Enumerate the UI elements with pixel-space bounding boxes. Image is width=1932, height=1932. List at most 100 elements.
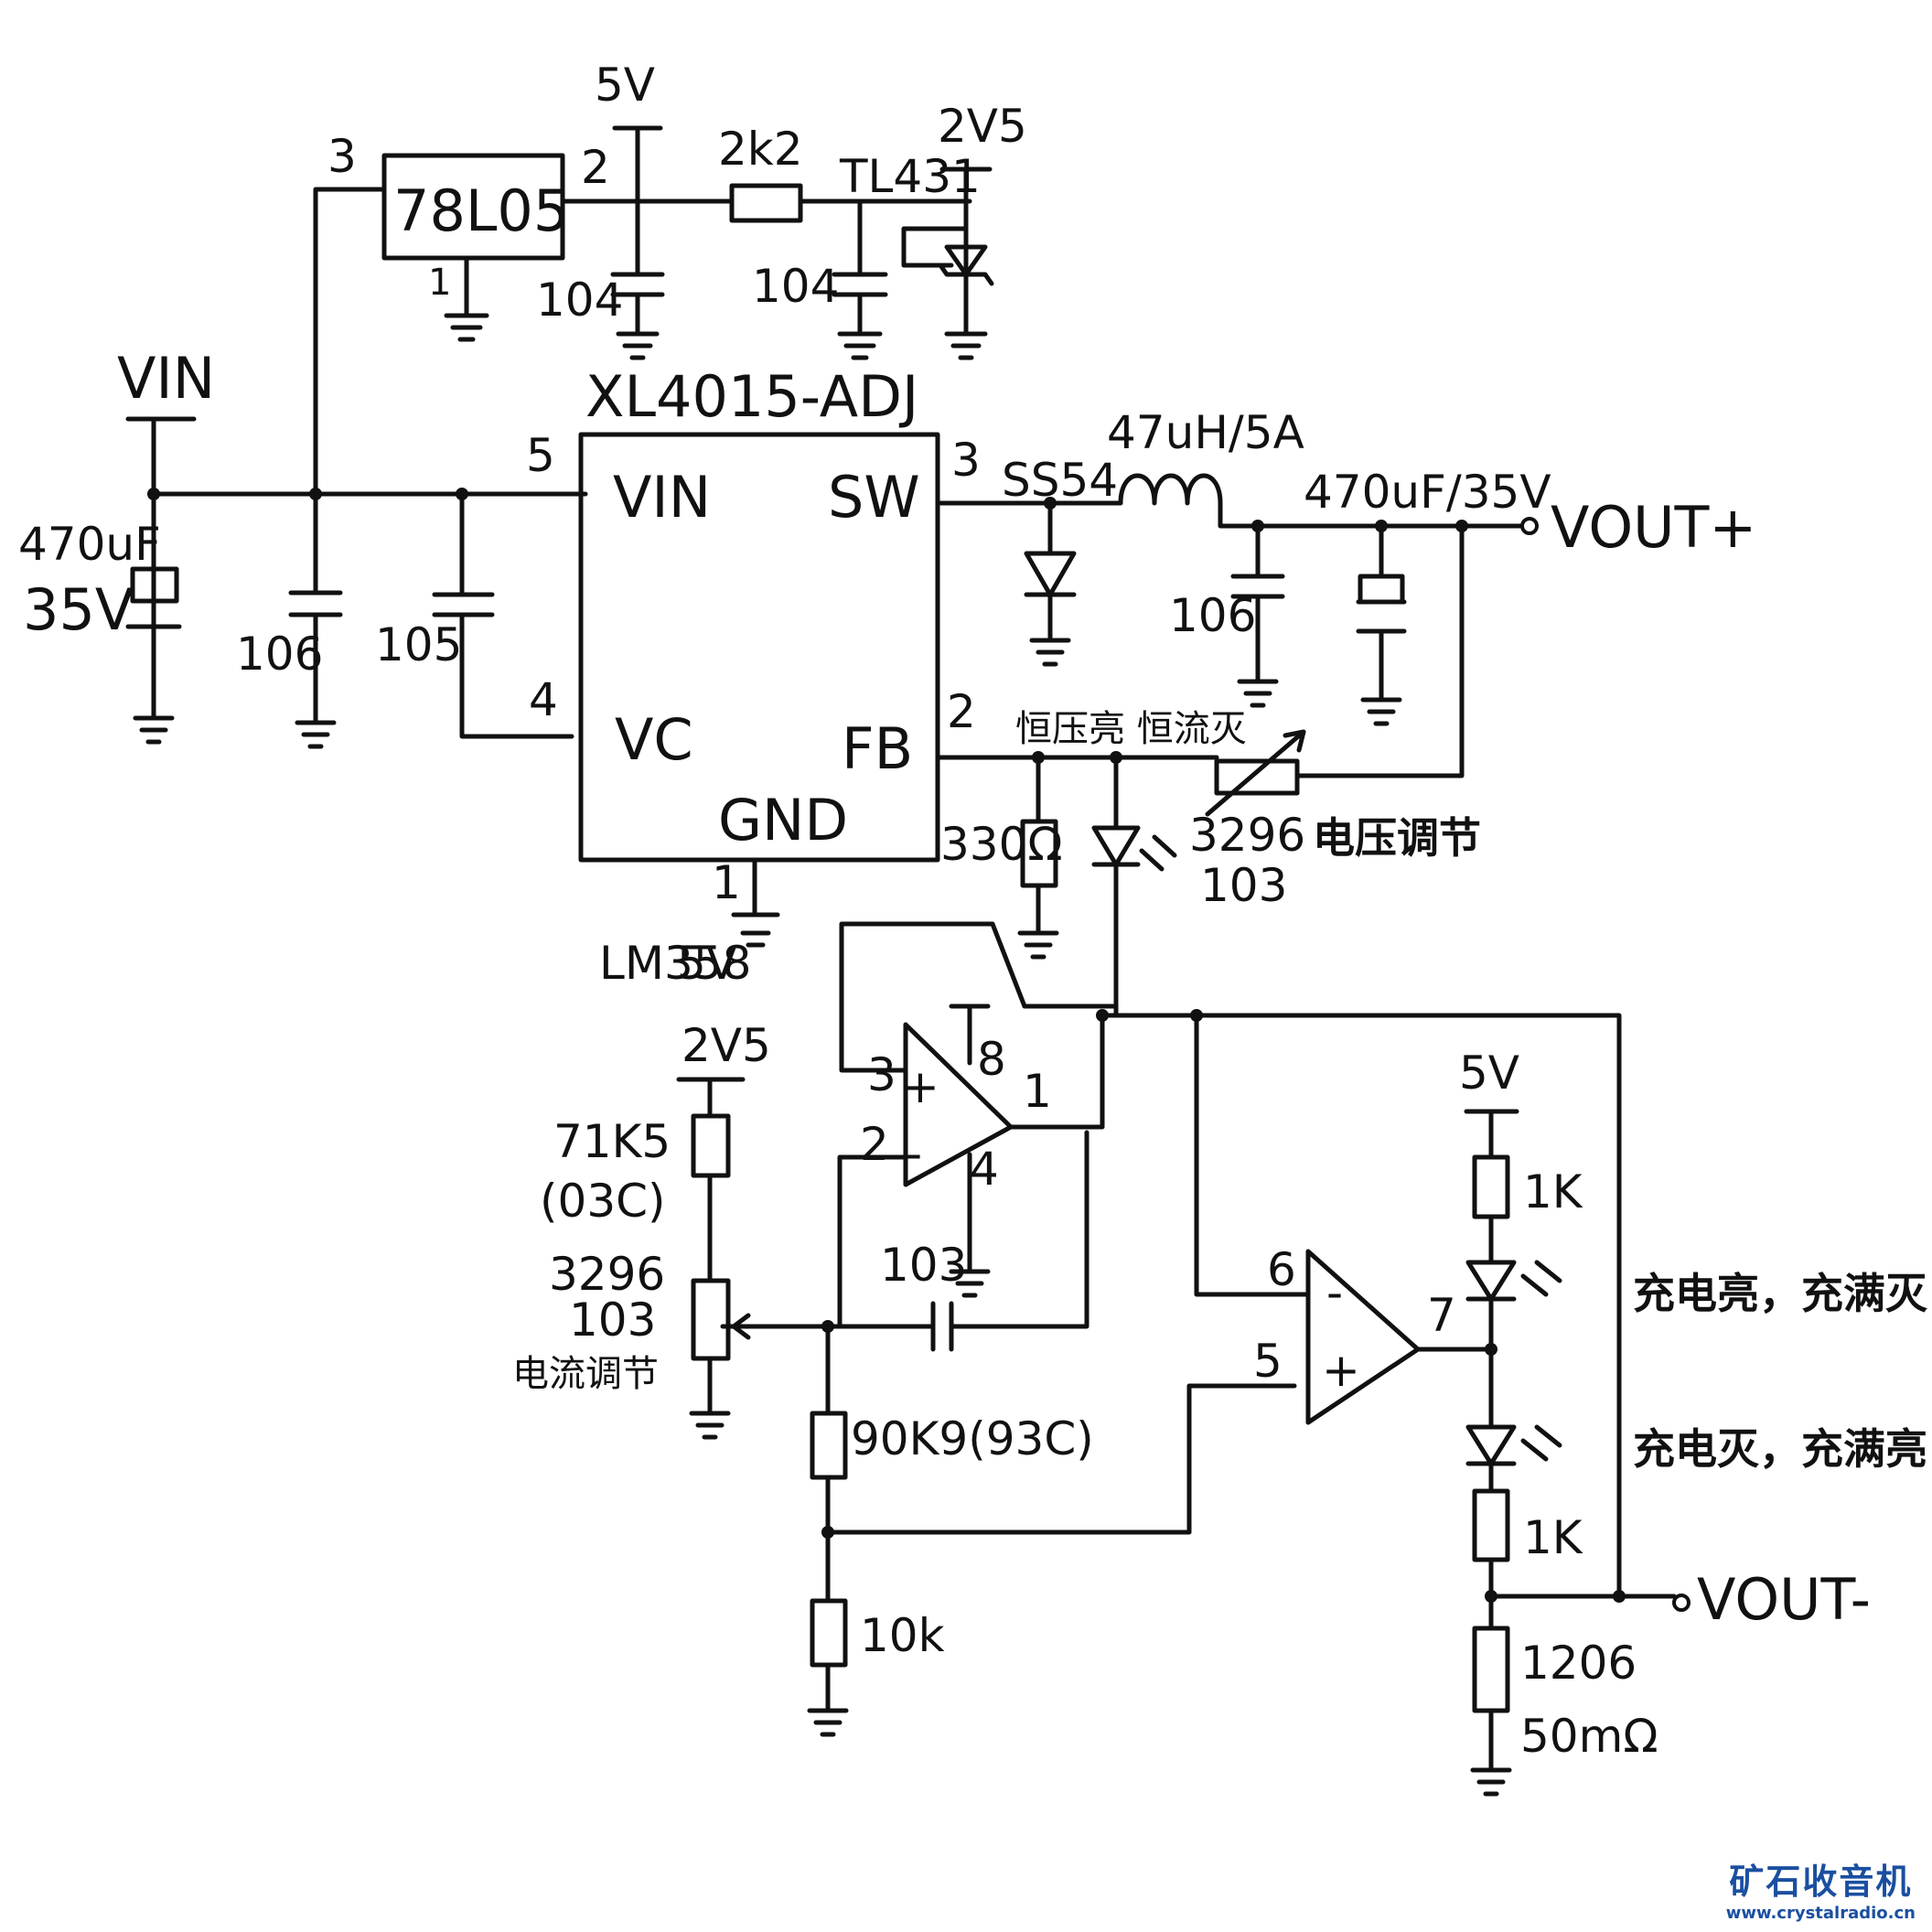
cap-104-a-label: 104 xyxy=(536,274,623,327)
vin-net-label: VIN xyxy=(117,345,215,412)
pot-current-value: 103 xyxy=(569,1293,656,1347)
resistor-71k5-symbol xyxy=(691,1113,731,1178)
ground-icon xyxy=(616,331,660,360)
regulator-input-wire xyxy=(313,187,387,497)
pot-current-function: 电流调节 xyxy=(512,1353,659,1395)
watermark: 矿石收音机 www.crystalradio.cn xyxy=(1726,1853,1916,1923)
current-set-section: 2V5 71K5 (03C) 3296 103 电流调节 90K9(93C) 1… xyxy=(512,1019,1297,1737)
tl431-label: TL431 xyxy=(839,150,981,203)
opamp-label: LM358 xyxy=(599,937,751,990)
output-cap-wire xyxy=(1356,523,1407,605)
ground-icon xyxy=(689,1411,731,1440)
ic-pin-vin: VIN xyxy=(613,464,711,531)
regulator-pin-gnd: 1 xyxy=(428,262,451,304)
opamp-pin-1: 1 xyxy=(1023,1065,1052,1118)
ic-xl4015: XL4015-ADJ VIN SW VC FB GND 5 3 4 2 1 xyxy=(526,363,981,948)
status-led-2-symbol xyxy=(1465,1424,1517,1494)
ground-icon xyxy=(295,720,337,749)
vout-neg-terminal xyxy=(1672,1594,1690,1612)
tl431-wire xyxy=(939,166,993,337)
pot-current-label: 3296 xyxy=(549,1248,665,1301)
pot-voltage-label: 3296 xyxy=(1189,809,1305,862)
reference-section: 2k2 104 TL431 2V5 xyxy=(718,100,1027,360)
input-cap-symbol xyxy=(130,566,179,604)
pot-current-symbol xyxy=(691,1278,731,1361)
opamp-pin-4: 4 xyxy=(970,1143,999,1196)
divider-to-opamp-b-wire xyxy=(825,1383,1297,1535)
ic-pin-num-vc: 4 xyxy=(529,673,558,726)
opamp-a-inv-wire xyxy=(837,1154,908,1329)
ground-icon xyxy=(1360,697,1402,726)
opamp-5v-label: 5V xyxy=(677,937,737,990)
ic-pin-num-fb: 2 xyxy=(947,685,976,738)
output-section: SS54 47uH/5A 106 470uF/35V VOUT+ xyxy=(935,406,1756,778)
ic-pin-num-vin: 5 xyxy=(526,429,555,482)
resistor-2k2 xyxy=(729,183,803,223)
resistor-1k-top-label: 1K xyxy=(1523,1165,1583,1218)
led-5v-wire xyxy=(1464,1109,1519,1160)
led-light-icon xyxy=(1139,834,1177,872)
ic-pin-num-sw: 3 xyxy=(951,434,981,487)
resistor-71k5-label: 71K5 xyxy=(553,1115,671,1168)
input-cap-label: 470uF xyxy=(18,518,161,571)
opamp-a-plus: + xyxy=(901,1060,939,1113)
ground-icon xyxy=(740,930,771,948)
opamp-vcc-wire xyxy=(949,1004,991,1066)
cap-105-label: 105 xyxy=(375,618,462,671)
opamp-b-inv-wire xyxy=(1194,1013,1311,1297)
pot-voltage-arrow xyxy=(1205,729,1306,817)
ground-icon xyxy=(807,1708,849,1737)
diode-label: SS54 xyxy=(1002,454,1118,507)
output-cap-plate xyxy=(1356,628,1407,703)
inductor-label: 47uH/5A xyxy=(1107,406,1304,459)
ic-label: XL4015-ADJ xyxy=(585,363,918,430)
opamp-pin-2: 2 xyxy=(860,1118,889,1171)
ground-icon xyxy=(444,313,489,342)
vout-pos-label: VOUT+ xyxy=(1551,494,1756,561)
sense-bus-wire xyxy=(1100,1013,1622,1599)
feedback-return-wire xyxy=(1294,523,1465,778)
cap-106-out-label: 106 xyxy=(1169,589,1256,642)
tl431-ref-wire xyxy=(901,226,969,268)
led-light-icon xyxy=(1520,1424,1562,1462)
charge-status-line-2: 充电灭，充满亮 xyxy=(1633,1424,1927,1474)
pot-voltage-symbol xyxy=(1214,758,1300,796)
status-section: - + 6 5 7 5V 1K 1K VOUT- 1206 50mΩ 充电亮，充… xyxy=(1194,1013,1928,1797)
feedback-section: 恒压亮 恒流灭 3296 103 电压调节 330Ω xyxy=(935,708,1481,1018)
ref-rail-wire xyxy=(676,1077,746,1119)
cap-103-label: 103 xyxy=(880,1239,967,1292)
cap-106-out-symbol xyxy=(1230,523,1285,684)
resistor-71k5-code: (03C) xyxy=(540,1175,666,1228)
cap-104-b-symbol xyxy=(832,199,888,337)
resistor-10k-symbol xyxy=(810,1598,848,1668)
regulator-pin-in: 3 xyxy=(327,130,357,183)
cap-104-a-symbol xyxy=(610,272,665,337)
resistor-10k-label: 10k xyxy=(860,1609,945,1662)
ic-body xyxy=(578,432,940,863)
resistor-330-label: 330Ω xyxy=(940,818,1063,871)
input-section: VIN 470uF 35V 106 105 xyxy=(18,345,588,749)
vout-neg-label: VOUT- xyxy=(1697,1566,1871,1633)
five-volt-node: 5V 104 xyxy=(536,59,735,360)
ground-icon xyxy=(1237,679,1279,708)
diode-ss54-symbol xyxy=(1024,500,1077,643)
opamp-a-noninv-wire xyxy=(839,921,1119,1073)
resistor-2k2-label: 2k2 xyxy=(718,123,803,176)
opamp-pin-5: 5 xyxy=(1253,1335,1283,1388)
opamp-b-triangle xyxy=(1305,1249,1421,1425)
status-led-cv-symbol xyxy=(1091,755,1141,1018)
ic-pin-num-gnd: 1 xyxy=(712,856,741,909)
resistor-90k9-label: 90K9(93C) xyxy=(851,1412,1094,1465)
ground-icon xyxy=(949,1269,991,1298)
pot-voltage-value: 103 xyxy=(1200,859,1287,912)
shunt-value: 50mΩ xyxy=(1520,1710,1658,1763)
opamp-lm358: LM358 5V + - 3 2 1 8 4 103 xyxy=(599,921,1622,1599)
regulator-78l05: 78L05 3 2 1 xyxy=(313,130,610,497)
five-volt-label: 5V xyxy=(595,59,655,112)
cap-104-b-label: 104 xyxy=(752,260,839,313)
output-cap-symbol xyxy=(1358,574,1405,605)
opamp-pin-7: 7 xyxy=(1427,1289,1456,1342)
opamp-a-triangle xyxy=(903,1022,1014,1187)
inductor-symbol xyxy=(1047,473,1526,529)
regulator-pin-out: 2 xyxy=(581,141,610,194)
